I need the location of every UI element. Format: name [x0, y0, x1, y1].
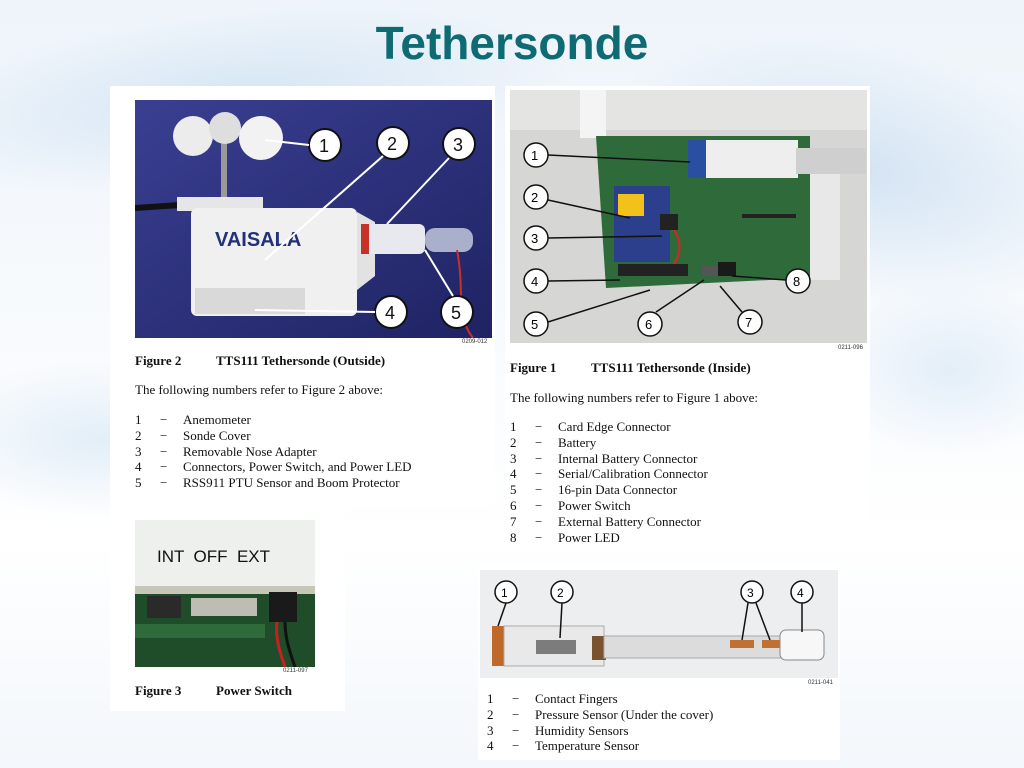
switch-labels: INT OFF EXT — [157, 547, 270, 566]
svg-text:1: 1 — [319, 136, 329, 156]
vaisala-logo: VAISALA — [215, 229, 301, 251]
list-item: 1−Card Edge Connector — [510, 419, 671, 434]
list-item: 3−Humidity Sensors — [487, 722, 629, 738]
figure-4-legend: 1−Contact Fingers 2−Pressure Sensor (Und… — [487, 691, 713, 754]
svg-text:6: 6 — [645, 317, 652, 332]
svg-text:5: 5 — [531, 317, 538, 332]
figure-2-number: Figure 2 — [135, 353, 182, 368]
callout-6: 6 — [637, 279, 705, 337]
callout-8: 8 — [731, 268, 811, 294]
list-item: 3−Removable Nose Adapter — [135, 443, 317, 459]
figure-3-title: Power Switch — [216, 683, 292, 698]
figure-2-legend: 1−Anemometer 2−Sonde Cover 3−Removable N… — [135, 412, 412, 491]
list-item: 2−Pressure Sensor (Under the cover) — [487, 706, 714, 722]
list-item: 7−External Battery Connector — [510, 513, 701, 529]
figure-1-photo: 1 2 3 4 5 6 7 — [510, 90, 867, 343]
figure-1-title: TTS111 Tethersonde (Inside) — [591, 360, 751, 375]
callout-5: 5 — [424, 249, 474, 329]
list-item: 3−Internal Battery Connector — [510, 450, 698, 466]
figure-2-caption: Figure 2 TTS111 Tethersonde (Outside) — [135, 353, 385, 369]
list-item: 5−RSS911 PTU Sensor and Boom Protector — [135, 475, 400, 491]
callout-3: 3 — [523, 225, 663, 251]
svg-text:3: 3 — [747, 586, 754, 600]
power-switch-illustration: INT OFF EXT — [135, 520, 315, 667]
list-item: 4−Connectors, Power Switch, and Power LE… — [135, 459, 412, 475]
figure-1-number: Figure 1 — [510, 360, 557, 375]
callout-3: 3 — [740, 580, 771, 641]
svg-text:3: 3 — [453, 135, 463, 155]
callout-4: 4 — [254, 295, 408, 329]
callout-7: 7 — [719, 285, 763, 335]
slide-title: Tethersonde — [375, 17, 649, 69]
list-item: 1−Anemometer — [135, 412, 251, 427]
callout-1: 1 — [494, 580, 518, 627]
list-item: 6−Power Switch — [510, 497, 631, 513]
anemometer-cup — [209, 112, 241, 144]
figure-1-image-code: 0211-096 — [838, 345, 863, 351]
svg-text:4: 4 — [531, 274, 538, 289]
callout-4: 4 — [523, 268, 621, 294]
svg-text:1: 1 — [531, 148, 538, 163]
callout-1: 1 — [523, 142, 691, 168]
list-item: 4−Serial/Calibration Connector — [510, 466, 708, 482]
figure-2-image-code: 0209-012 — [462, 339, 488, 345]
anemometer-cup — [239, 116, 283, 160]
svg-text:2: 2 — [387, 134, 397, 154]
list-item: 5−16-pin Data Connector — [510, 482, 678, 498]
callout-1: 1 — [264, 128, 342, 162]
callout-3: 3 — [386, 127, 476, 225]
svg-text:3: 3 — [531, 231, 538, 246]
list-item: 2−Battery — [510, 434, 597, 450]
list-item: 1−Contact Fingers — [487, 691, 618, 706]
list-item: 8−Power LED — [510, 529, 620, 545]
ptu-sensor-illustration: 1 2 3 4 — [480, 570, 838, 678]
figure-1-legend: 1−Card Edge Connector 2−Battery 3−Intern… — [510, 419, 708, 545]
svg-text:2: 2 — [531, 190, 538, 205]
callout-2: 2 — [523, 184, 631, 219]
figure-3-image-code: 0211-097 — [283, 668, 308, 674]
figure-2-title: TTS111 Tethersonde (Outside) — [216, 353, 386, 368]
anemometer-cup — [173, 116, 213, 156]
list-item: 2−Sonde Cover — [135, 427, 251, 443]
callout-5: 5 — [523, 289, 651, 337]
svg-text:8: 8 — [793, 274, 800, 289]
figure-3-caption: Figure 3 Power Switch — [135, 683, 292, 699]
tethersonde-inside-illustration: 1 2 3 4 5 6 7 — [510, 90, 867, 343]
figure-3-number: Figure 3 — [135, 683, 182, 698]
svg-text:4: 4 — [797, 586, 804, 600]
tethersonde-outside-illustration: VAISALA 1 2 3 4 5 — [135, 100, 492, 338]
figure-4-photo: 1 2 3 4 — [480, 570, 838, 678]
figure-1-caption: Figure 1 TTS111 Tethersonde (Inside) — [510, 360, 751, 376]
figure-2-photo: VAISALA 1 2 3 4 5 — [135, 100, 492, 338]
figure-1-intro: The following numbers refer to Figure 1 … — [510, 390, 759, 405]
svg-text:1: 1 — [501, 586, 508, 600]
figure-4-image-code: 0211-041 — [808, 680, 833, 686]
svg-text:5: 5 — [451, 303, 461, 323]
list-item: 4−Temperature Sensor — [487, 738, 640, 754]
svg-text:2: 2 — [557, 586, 564, 600]
callout-2: 2 — [264, 126, 410, 261]
svg-text:4: 4 — [385, 303, 395, 323]
svg-text:7: 7 — [745, 315, 752, 330]
callout-4: 4 — [790, 580, 814, 632]
figure-3-photo: INT OFF EXT — [135, 520, 315, 667]
callout-2: 2 — [550, 580, 574, 639]
figure-2-intro: The following numbers refer to Figure 2 … — [135, 382, 384, 397]
